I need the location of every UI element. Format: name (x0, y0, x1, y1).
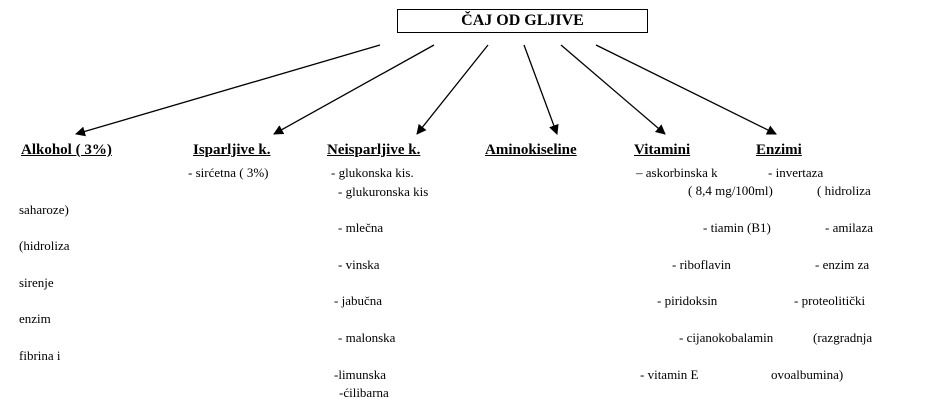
vitamini-item: ( 8,4 mg/100ml) (688, 183, 773, 198)
neisparljive-item: - malonska (338, 330, 396, 345)
arrow-vitamini (560, 44, 666, 135)
overflow-line: fibrina i (19, 348, 61, 363)
vitamini-item: - cijanokobalamin (679, 330, 774, 345)
heading-isparljive: Isparljive k. (193, 142, 271, 158)
enzimi-item: (razgradnja (813, 330, 873, 345)
arrow-enzimi (595, 44, 777, 135)
neisparljive-item: - glukuronska kis (338, 184, 429, 199)
vitamini-item: - vitamin E (640, 367, 699, 382)
enzimi-item: - enzim za (815, 257, 870, 272)
overflow-line: saharoze) (19, 202, 69, 217)
overflow-line: sirenje (19, 275, 54, 290)
enzimi-item: - invertaza (768, 165, 824, 180)
title-box: ČAJ OD GLJIVE (397, 9, 648, 33)
arrow-aminokiseline (523, 44, 559, 135)
heading-enzimi: Enzimi (756, 142, 802, 158)
neisparljive-item: - glukonska kis. (331, 165, 414, 180)
enzimi-item: - amilaza (825, 220, 873, 235)
arrow-alkohol (75, 44, 381, 137)
heading-alkohol: Alkohol ( 3%) (21, 142, 112, 158)
arrow-isparljive (273, 44, 435, 135)
enzimi-item: ( hidroliza (817, 183, 871, 198)
neisparljive-item: -limunska (334, 367, 386, 382)
overflow-line: enzim (19, 311, 51, 326)
diagram-title: ČAJ OD GLJIVE (461, 12, 584, 29)
neisparljive-item: - mlečna (338, 220, 384, 235)
vitamini-item: - riboflavin (672, 257, 731, 272)
overflow-line: (hidroliza (19, 238, 70, 253)
heading-vitamini: Vitamini (634, 142, 691, 158)
arrow-neisparljive (416, 44, 489, 135)
neisparljive-item: - jabučna (334, 293, 383, 308)
heading-aminokiseline: Aminokiseline (485, 142, 577, 158)
enzimi-item: - proteolitički (794, 293, 866, 308)
vitamini-item: – askorbinska k (636, 165, 718, 180)
vitamini-item: - tiamin (B1) (703, 220, 771, 235)
isparljive-item: - sirćetna ( 3%) (188, 165, 269, 180)
enzimi-item: ovoalbumina) (771, 367, 844, 382)
vitamini-item: - piridoksin (657, 293, 718, 308)
neisparljive-item: -ćilibarna (339, 385, 389, 400)
neisparljive-item: - vinska (338, 257, 380, 272)
heading-neisparljive: Neisparljive k. (327, 142, 421, 158)
